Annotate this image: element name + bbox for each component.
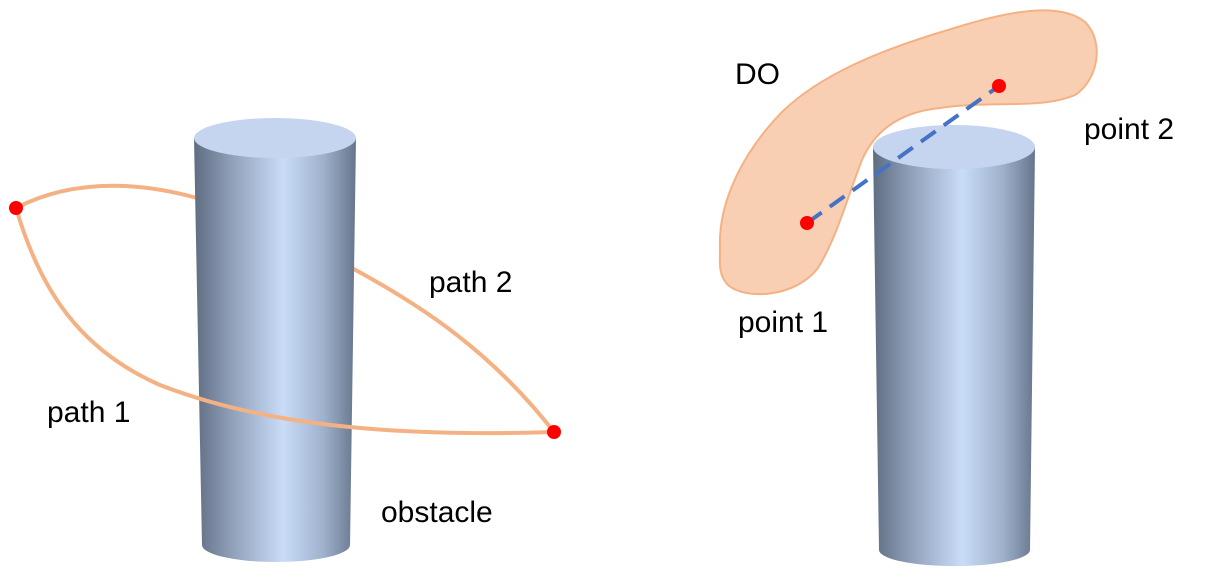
right-panel: DO point 1 point 2 [718, 9, 1174, 567]
right-cylinder-body [873, 147, 1035, 567]
path-1-behind-segment [14, 183, 199, 210]
right-cylinder-top [873, 125, 1035, 169]
path-2-label: path 2 [429, 266, 512, 299]
left-panel: path 1 path 2 obstacle [9, 118, 561, 562]
path-2-segment [350, 266, 556, 434]
path-1-front-segment [14, 206, 556, 436]
left-end-point [547, 425, 561, 439]
obstacle-label: obstacle [381, 496, 493, 529]
right-cylinder [873, 125, 1035, 567]
path-1-label: path 1 [47, 396, 130, 429]
obstacle-cylinder-top [194, 118, 356, 158]
obstacle-cylinder-body [194, 138, 356, 562]
do-label: DO [735, 58, 780, 91]
point-2-label: point 2 [1084, 113, 1174, 146]
obstacle-cylinder [194, 118, 356, 562]
point-1-label: point 1 [738, 306, 828, 339]
left-start-point [9, 201, 23, 215]
points-dashed-line [805, 84, 1001, 225]
point-1-marker [800, 216, 814, 230]
point-2-marker [992, 79, 1006, 93]
